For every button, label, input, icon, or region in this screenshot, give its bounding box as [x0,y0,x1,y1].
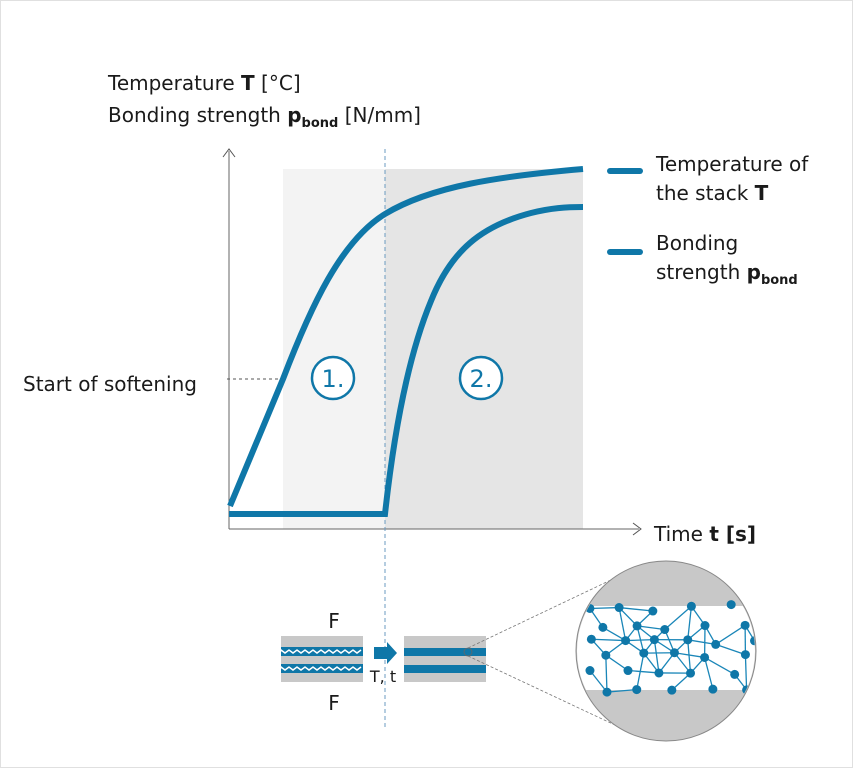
network-bond [605,655,608,693]
network-bond [619,606,653,612]
legend-temperature-line2: the stack T [656,181,769,205]
network-bond [687,639,716,646]
network-node [711,639,721,649]
phase-1-label: 1. [322,365,345,393]
x-axis-title: Time t [s] [653,522,756,546]
network-node [730,669,740,679]
legend-bonding-line1: Bonding [656,231,738,255]
network-bond [591,638,626,642]
network-node [648,606,658,616]
legend-bonding-line2: strength pbond [656,260,798,288]
network-bond [606,688,637,693]
phase-2-marker [458,355,504,401]
y-axis-arrow-icon [222,148,236,158]
network-node [621,636,631,646]
network-bond [627,669,659,674]
network-bond [664,605,692,631]
y-axis-title-bonding: Bonding strength pbond [N/mm] [108,103,421,131]
network-node [585,666,595,676]
network-node [614,603,624,613]
stack-after [404,636,486,682]
molecular-network-magnifier [575,560,757,742]
network-node [686,601,696,611]
network-bond [636,625,665,631]
y-axis-title-temperature: Temperature T [°C] [107,71,301,95]
phase-2-label: 2. [470,365,493,393]
force-top-label: F [328,609,340,633]
temperature-curve [227,166,584,508]
network-bond [653,639,660,674]
network-node [639,648,649,658]
force-bottom-label: F [328,691,340,715]
network-bond [625,638,655,642]
network-node [654,668,664,678]
network-bond [703,657,714,690]
network-node [601,650,611,660]
zoom-guide-bottom [467,655,618,727]
network-node [708,684,718,694]
network-node [598,622,608,632]
network-node [726,600,736,610]
network-node [632,685,642,695]
x-axis-arrow-icon [632,522,642,536]
network-node [649,635,659,645]
phase-2-region [385,169,583,529]
stack-before [280,636,363,682]
network-node [700,652,710,662]
start-of-softening-label: Start of softening [23,372,197,396]
network-node [660,625,670,635]
process-label: T, t [369,667,396,686]
network-bond [589,670,608,693]
network-node [700,621,710,631]
network-node [602,687,612,697]
network-node [740,650,750,660]
legend-temperature-line1: Temperature of [655,152,809,176]
network-node [586,634,596,644]
network-bond [687,639,692,674]
network-node [623,666,633,676]
network-bond [589,606,620,610]
bonding-strength-curve [229,204,584,517]
network-node [669,648,679,658]
network-bond [704,656,735,675]
network-node [740,620,750,630]
network-bond [618,607,627,641]
network-node [632,621,642,631]
process-arrow-icon [374,642,397,664]
network-bond [744,654,748,690]
network-bond [715,643,746,656]
phase-1-marker [310,355,356,401]
zoom-guide-top [467,578,614,649]
network-node [683,635,693,645]
network-node [667,685,677,695]
network-node [686,668,696,678]
network-bond [674,652,705,659]
network-bond [687,606,693,640]
network-bond [715,624,746,645]
